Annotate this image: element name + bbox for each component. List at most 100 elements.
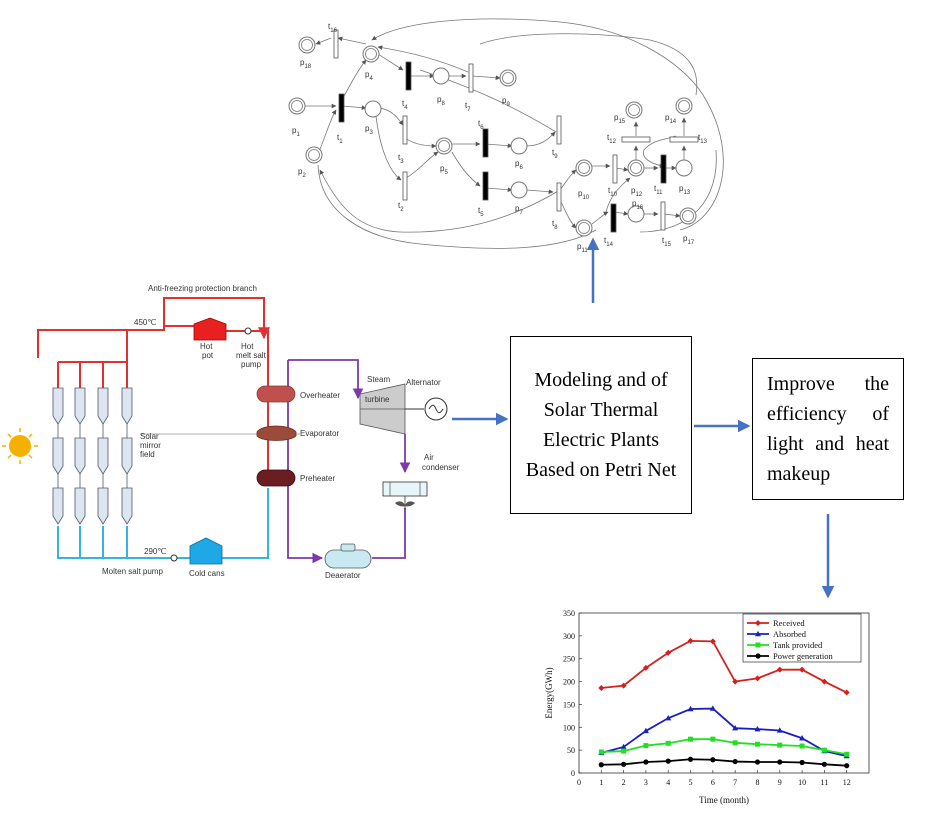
petri-label-p8: p8 xyxy=(437,95,445,107)
mirror-collector xyxy=(52,387,64,425)
data-point-received xyxy=(642,664,649,671)
chart-x-axis-label: Time (month) xyxy=(699,795,749,805)
data-point-tank-provided xyxy=(777,742,783,748)
petri-label-t1: t1 xyxy=(337,133,343,145)
alternator-label: Alternator xyxy=(406,378,441,387)
petri-label-p4: p4 xyxy=(365,70,373,82)
petri-label-p14: p14 xyxy=(665,113,677,125)
petri-place-p12 xyxy=(627,159,645,177)
data-point-tank-provided xyxy=(710,736,716,742)
petri-label-p9: p9 xyxy=(502,96,510,108)
air-condenser-unit xyxy=(382,481,428,510)
data-point-received xyxy=(843,689,850,696)
petri-label-t13: t13 xyxy=(698,133,708,145)
x-tick-label: 10 xyxy=(798,778,806,787)
petri-transition-t15 xyxy=(660,201,666,231)
petri-label-t16: t16 xyxy=(328,22,338,34)
series-tank-provided xyxy=(598,736,850,757)
x-tick-label: 1 xyxy=(599,778,603,787)
petri-transition-t13 xyxy=(669,136,699,143)
petri-label-t9: t9 xyxy=(552,148,558,160)
data-point-received xyxy=(709,638,716,645)
mirror-collector xyxy=(74,387,86,425)
x-tick-label: 2 xyxy=(622,778,626,787)
x-tick-label: 5 xyxy=(689,778,693,787)
series-line-absorbed xyxy=(601,707,847,757)
petri-transition-t11 xyxy=(660,154,667,184)
legend-marker-tank-provided xyxy=(755,642,761,648)
data-point-received xyxy=(687,637,694,644)
y-tick-label: 0 xyxy=(571,769,575,778)
petri-label-p11: p11 xyxy=(577,242,588,254)
x-tick-label: 6 xyxy=(711,778,715,787)
molten-salt-pump-icon xyxy=(170,554,178,562)
x-tick-label: 0 xyxy=(577,778,581,787)
petri-label-t6: t6 xyxy=(478,119,484,131)
data-point-received xyxy=(799,666,806,673)
overheater-label: Overheater xyxy=(300,391,340,400)
petri-label-t15: t15 xyxy=(662,236,672,248)
data-point-received xyxy=(732,678,739,685)
data-point-received xyxy=(598,684,605,691)
petri-label-t8: t8 xyxy=(552,219,558,231)
data-point-received xyxy=(776,666,783,673)
legend-marker-received xyxy=(755,620,761,626)
petri-label-p5: p5 xyxy=(440,164,448,176)
deaerator-tank xyxy=(324,543,372,569)
mirror-collector xyxy=(97,387,109,425)
data-point-received xyxy=(620,682,627,689)
petri-label-p3: p3 xyxy=(365,124,373,136)
x-tick-label: 8 xyxy=(755,778,759,787)
data-point-received xyxy=(665,649,672,656)
data-point-tank-provided xyxy=(754,741,760,747)
chart-y-axis-label: Energy(GWh) xyxy=(544,667,554,718)
petri-place-p6 xyxy=(510,137,528,155)
petri-label-t4: t4 xyxy=(402,99,408,111)
data-point-absorbed xyxy=(642,727,649,734)
modeling-box-text: Modeling and of Solar Thermal Electric P… xyxy=(525,369,677,481)
petri-place-p14 xyxy=(675,97,693,115)
petri-transition-t10 xyxy=(612,154,618,184)
evaporator-unit xyxy=(256,425,297,441)
sun-icon xyxy=(2,428,38,464)
data-point-tank-provided xyxy=(844,751,850,757)
petri-place-p15 xyxy=(625,101,643,119)
petri-label-t14: t14 xyxy=(604,236,614,248)
petri-transition-t5 xyxy=(482,171,489,201)
data-point-absorbed xyxy=(620,743,627,750)
petri-transition-t16 xyxy=(333,29,339,59)
petri-place-p2 xyxy=(305,146,323,164)
data-point-tank-provided xyxy=(643,743,649,749)
mirror-collector xyxy=(74,437,86,475)
x-tick-label: 12 xyxy=(843,778,851,787)
data-point-received xyxy=(754,675,761,682)
petri-place-p10 xyxy=(575,159,593,177)
mirror-field-label-1: Solar xyxy=(140,432,159,441)
petri-label-t5: t5 xyxy=(478,206,484,218)
petri-label-p16: p16 xyxy=(632,199,644,211)
legend-marker-absorbed xyxy=(755,630,761,637)
hot-salt-pump-icon xyxy=(244,327,252,335)
petri-label-t3: t3 xyxy=(398,153,404,165)
petri-label-p12: p12 xyxy=(631,186,643,198)
petri-place-p17 xyxy=(679,207,697,225)
legend-label-absorbed: Absorbed xyxy=(773,629,807,639)
plant-schematic: Anti-freezing protection branch 450℃ 290… xyxy=(2,284,460,580)
series-line-received xyxy=(601,639,848,694)
y-tick-label: 100 xyxy=(563,723,575,732)
mirror-collector xyxy=(52,437,64,475)
petri-transition-t4 xyxy=(405,61,412,91)
data-point-power-generation xyxy=(598,762,604,768)
petri-label-p18: p18 xyxy=(300,58,312,70)
data-point-power-generation xyxy=(821,761,827,767)
petri-place-p1 xyxy=(288,97,306,115)
cold-cans-tank xyxy=(189,537,223,565)
data-point-tank-provided xyxy=(621,748,627,754)
legend-item-absorbed: Absorbed xyxy=(747,629,807,639)
petri-place-p16 xyxy=(627,205,645,223)
petri-place-p18 xyxy=(298,36,316,54)
